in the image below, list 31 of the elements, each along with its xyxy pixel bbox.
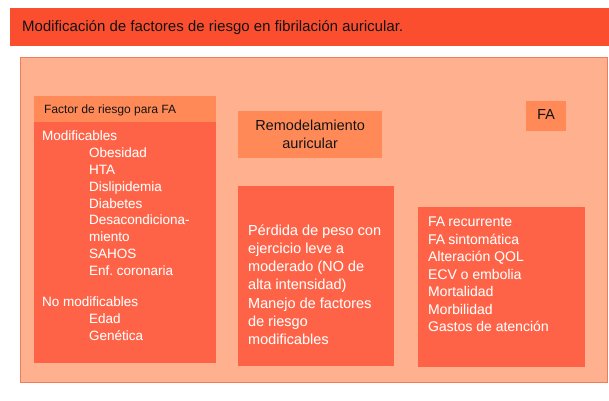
list-item: Dislipidemia — [89, 178, 163, 196]
box-text: FA — [536, 106, 556, 124]
list-box — [418, 207, 585, 367]
box-text: Alteración QOL — [428, 248, 525, 266]
box-text: FA sintomática — [428, 230, 520, 248]
box-text: Mortalidad — [428, 283, 494, 300]
box-text: FA recurrente — [428, 213, 514, 230]
list-box — [238, 186, 394, 366]
list-item: Diabetes — [89, 196, 144, 212]
list-item: SAHOS — [89, 246, 138, 263]
box-text: Factor de riesgo para FA — [44, 102, 178, 117]
box-text: Morbilidad — [428, 300, 494, 318]
list-box — [34, 122, 216, 363]
title-banner: Modificación de factores de riesgo en fibrilación auricular. — [10, 8, 609, 46]
list-item: Enf. coronaria — [89, 263, 174, 280]
list-item: HTA — [89, 162, 116, 179]
box-text: Pérdida de peso con ejercicio leve a moderado (NO de alta intensidad) — [248, 222, 382, 294]
panel-background — [20, 57, 608, 383]
list-heading: Modificables — [42, 128, 118, 145]
list-heading: No modificables — [42, 294, 140, 311]
list-item: Edad — [89, 310, 122, 328]
list-item: Genética — [89, 328, 144, 344]
box-text: Manejo de factores de riesgo modificables — [248, 294, 372, 349]
process-box — [238, 111, 382, 158]
box-text: Remodelamiento auricular — [254, 117, 366, 154]
header-box — [34, 96, 216, 122]
process-box — [526, 101, 566, 131]
box-text: ECV o embolia — [428, 266, 522, 283]
list-item: Desacondiciona-miento — [89, 212, 191, 246]
list-item: Obesidad — [89, 144, 148, 162]
box-text: Gastos de atención — [428, 318, 550, 336]
